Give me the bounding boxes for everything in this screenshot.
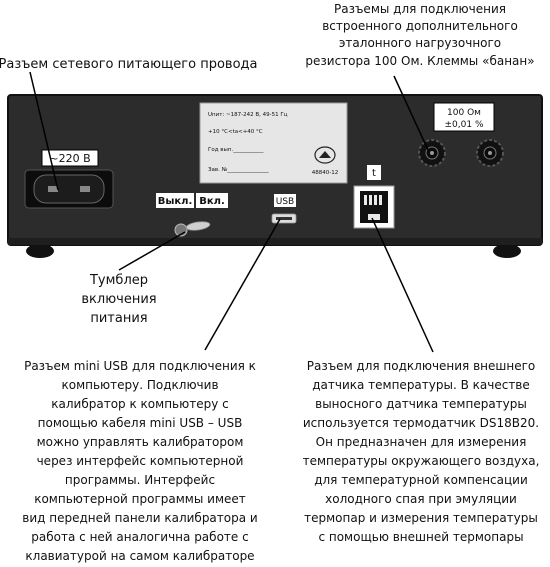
leader-usb bbox=[204, 218, 281, 351]
svg-text:через интерфейс компьютерной: через интерфейс компьютерной bbox=[37, 454, 244, 468]
svg-text:работа с ней аналогична работе: работа с ней аналогична работе с bbox=[31, 530, 248, 544]
usb-label: USB bbox=[276, 197, 294, 207]
mini-usb-port-slot bbox=[276, 217, 292, 220]
svg-text:для температурной компенсации: для температурной компенсации bbox=[314, 473, 528, 487]
plate-year: Год вып.___________ bbox=[208, 147, 264, 153]
switch-off-label: Выкл. bbox=[158, 196, 193, 207]
svg-text:помощью кабеля mini USB – USB: помощью кабеля mini USB – USB bbox=[38, 416, 243, 430]
toggle-switch-lever[interactable] bbox=[185, 220, 211, 231]
plate-cert-number: 48840-12 bbox=[312, 170, 338, 176]
resistor-label-box bbox=[433, 102, 495, 132]
svg-text:Разъем для подключения внешнег: Разъем для подключения внешнего bbox=[307, 359, 536, 373]
resistor-value: 100 Ом bbox=[447, 108, 481, 118]
power-socket-insert bbox=[33, 174, 105, 204]
power-label-box bbox=[41, 149, 99, 167]
switch-on-label-box bbox=[196, 193, 228, 208]
left-foot bbox=[26, 244, 54, 258]
power-pin-left bbox=[48, 186, 58, 192]
svg-text:термопар и измерения температу: термопар и измерения температуры bbox=[304, 511, 538, 525]
usb-label-box bbox=[274, 194, 296, 207]
svg-text:Тумблер: Тумблер bbox=[89, 273, 148, 288]
svg-text:включения: включения bbox=[81, 292, 156, 307]
svg-text:компьютеру. Подключив: компьютеру. Подключив bbox=[61, 378, 218, 392]
power-label: ~220 В bbox=[49, 152, 90, 165]
nameplate bbox=[199, 102, 348, 184]
svg-text:Он предназначен для измерения: Он предназначен для измерения bbox=[316, 435, 527, 449]
right-foot bbox=[493, 244, 521, 258]
svg-text:эталонного нагрузочного: эталонного нагрузочного bbox=[339, 36, 501, 50]
svg-text:клавиатурой на самом калибрато: клавиатурой на самом калибраторе bbox=[25, 549, 254, 563]
temp-label-box bbox=[367, 165, 381, 180]
banana-terminal-left[interactable] bbox=[414, 131, 450, 185]
svg-text:калибратор к компьютеру с: калибратор к компьютеру с bbox=[51, 397, 228, 411]
svg-text:встроенного дополнительного: встроенного дополнительного bbox=[322, 19, 518, 33]
leader-temp bbox=[371, 217, 434, 353]
svg-text:питания: питания bbox=[90, 311, 147, 326]
svg-text:холодного спая при эмуляции: холодного спая при эмуляции bbox=[325, 492, 517, 506]
callout-power-cable: Разъем сетевого питающего провода bbox=[0, 57, 257, 72]
svg-text:программы. Интерфейс: программы. Интерфейс bbox=[65, 473, 215, 487]
power-pin-right bbox=[80, 186, 90, 192]
leader-switch bbox=[118, 231, 186, 271]
svg-text:вид передней панели калибратор: вид передней панели калибратора и bbox=[22, 511, 257, 525]
plate-temperature: +10 °C<ta<+40 °C bbox=[208, 129, 263, 135]
panel-bottom-edge bbox=[8, 238, 542, 245]
temp-label: t bbox=[372, 168, 376, 179]
svg-text:компьютерной программы имеет: компьютерной программы имеет bbox=[34, 492, 246, 506]
svg-text:датчика температуры. В качеств: датчика температуры. В качестве bbox=[312, 378, 530, 392]
callout-toggle-switch: Тумблер включения питания bbox=[81, 273, 156, 326]
switch-off-label-box bbox=[156, 193, 194, 208]
rj-jack-contacts bbox=[364, 195, 382, 220]
leader-resistor bbox=[393, 75, 429, 151]
plate-supply: Uпит: ~187-242 В, 49-51 Гц bbox=[208, 112, 288, 118]
certification-mark-icon bbox=[314, 146, 336, 164]
svg-text:используется термодатчик DS18B: используется термодатчик DS18B20. bbox=[303, 416, 539, 430]
callout-temp-sensor: Разъем для подключения внешнего датчика … bbox=[303, 359, 540, 544]
plate-serial: Зав. №_______________ bbox=[208, 167, 269, 173]
svg-text:можно управлять калибратором: можно управлять калибратором bbox=[37, 435, 244, 449]
switch-on-label: Вкл. bbox=[199, 196, 225, 207]
callout-reference-resistor: Разъемы для подключения встроенного допо… bbox=[305, 2, 534, 68]
svg-text:Разъемы для подключения: Разъемы для подключения bbox=[334, 2, 506, 16]
svg-text:резистора 100 Ом. Клеммы «бана: резистора 100 Ом. Клеммы «банан» bbox=[305, 54, 534, 68]
svg-text:выносного датчика температуры: выносного датчика температуры bbox=[315, 397, 527, 411]
svg-text:с помощью внешней термопары: с помощью внешней термопары bbox=[318, 530, 523, 544]
leader-power bbox=[29, 71, 59, 191]
svg-text:температуры окружающего воздух: температуры окружающего воздуха, bbox=[303, 454, 540, 468]
resistor-accuracy: ±0,01 % bbox=[445, 120, 484, 130]
certification-mark-inner bbox=[319, 151, 331, 158]
banana-terminal-right[interactable] bbox=[476, 139, 504, 167]
svg-text:Разъем mini USB для подключени: Разъем mini USB для подключения к bbox=[24, 359, 256, 373]
callout-mini-usb: Разъем mini USB для подключения к компью… bbox=[22, 359, 257, 563]
